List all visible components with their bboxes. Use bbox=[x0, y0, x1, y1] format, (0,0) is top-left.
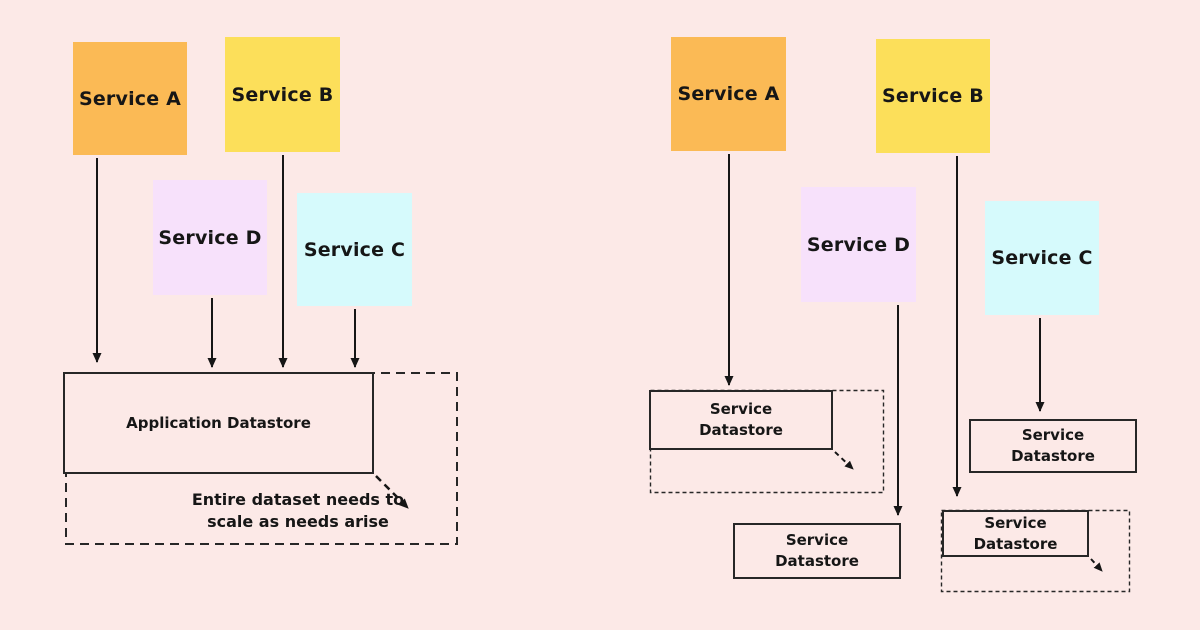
right-service-b-box: Service B bbox=[876, 39, 990, 153]
right-datastore-d-box: Service Datastore bbox=[733, 523, 901, 579]
right-datastore-d-label: Service Datastore bbox=[775, 531, 859, 570]
left-application-datastore-label: Application Datastore bbox=[126, 413, 311, 432]
left-service-b-label: Service B bbox=[231, 83, 334, 106]
right-service-a-box: Service A bbox=[671, 37, 786, 151]
left-service-a-box: Service A bbox=[73, 42, 187, 155]
right-service-c-box: Service C bbox=[985, 201, 1099, 315]
left-application-datastore-box: Application Datastore bbox=[63, 372, 374, 474]
right-service-d-label: Service D bbox=[806, 233, 911, 256]
right-datastore-a-box: Service Datastore bbox=[649, 390, 833, 450]
right-datastore-a-label: Service Datastore bbox=[699, 400, 783, 439]
right-datastore-c-box: Service Datastore bbox=[969, 419, 1137, 473]
left-service-d-label: Service D bbox=[158, 226, 262, 249]
left-service-b-box: Service B bbox=[225, 37, 340, 152]
right-service-b-label: Service B bbox=[882, 85, 984, 107]
left-service-a-label: Service A bbox=[78, 87, 182, 110]
left-service-c-label: Service C bbox=[303, 238, 406, 261]
right-service-c-label: Service C bbox=[991, 247, 1093, 269]
right-service-d-box: Service D bbox=[801, 187, 916, 302]
right-datastore-b-label: Service Datastore bbox=[973, 513, 1058, 553]
left-annotation-text: Entire dataset needs to scale as needs a… bbox=[191, 490, 405, 531]
right-scale-dashed-arrow-a bbox=[834, 451, 854, 470]
right-scale-dashed-arrow-b bbox=[1090, 558, 1103, 572]
left-service-d-box: Service D bbox=[153, 180, 267, 295]
right-datastore-c-label: Service Datastore bbox=[1011, 426, 1095, 465]
right-service-a-label: Service A bbox=[677, 83, 780, 105]
right-datastore-b-box: Service Datastore bbox=[942, 510, 1089, 557]
left-service-c-box: Service C bbox=[297, 193, 412, 306]
